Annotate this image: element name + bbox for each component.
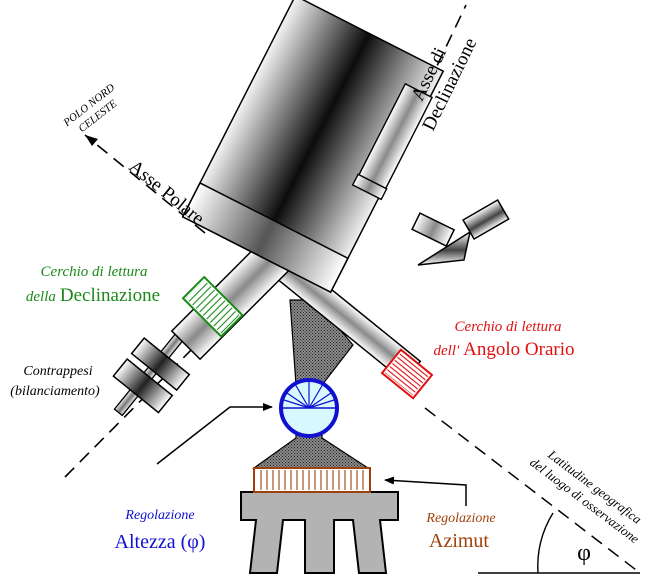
contrappesi-text-2: (bilanciamento): [10, 384, 100, 399]
regolazione-altezza-label: Regolazione Altezza (φ): [115, 508, 206, 553]
cerchio-ora-text-2: dell'Angolo Orario: [433, 339, 574, 360]
counterweights: [112, 336, 191, 414]
reg-az-text-2: Azimut: [429, 530, 489, 552]
latitudine-label: Latitudine geografica del luogo di osser…: [527, 446, 645, 546]
phi-angle-label: φ: [577, 540, 591, 566]
altitude-disc: [279, 378, 339, 438]
hour-angle-circle: [380, 348, 434, 400]
cerchio-ora-text-1: Cerchio di lettura: [455, 319, 562, 335]
reg-alt-text-1: Regolazione: [124, 508, 194, 523]
latitude-angle-arc: [537, 512, 554, 574]
azimuth-pointer-arrow: [384, 476, 467, 506]
azimuth-ring-hatch: [256, 470, 368, 490]
finder-scope: [351, 82, 434, 201]
tripod-base: [240, 491, 399, 574]
cerchio-decl-italic: della: [26, 289, 56, 305]
contrappesi-label: Contrappesi (bilanciamento): [10, 364, 100, 399]
reg-az-text-1: Regolazione: [425, 511, 495, 526]
cerchio-ora-normal: Angolo Orario: [463, 339, 574, 360]
cerchio-decl-normal: Declinazione: [60, 285, 160, 306]
cerchio-ora-italic: dell': [433, 343, 459, 359]
polar-axis-arrowhead: [85, 135, 98, 146]
cerchio-decl-text-1: Cerchio di lettura: [41, 264, 148, 280]
polo-nord-label: POLO NORD CELESTE: [61, 82, 120, 135]
cerchio-angolo-orario-label: Cerchio di lettura dell'Angolo Orario: [433, 319, 574, 360]
eyepiece: [411, 198, 510, 266]
altitude-pointer-arrow: [156, 403, 273, 465]
latitude-line: [424, 407, 641, 574]
reg-alt-text-2: Altezza (φ): [115, 531, 206, 553]
regolazione-azimut-label: Regolazione Azimut: [425, 511, 495, 552]
contrappesi-text-1: Contrappesi: [23, 364, 92, 379]
declination-circle: [181, 275, 244, 338]
